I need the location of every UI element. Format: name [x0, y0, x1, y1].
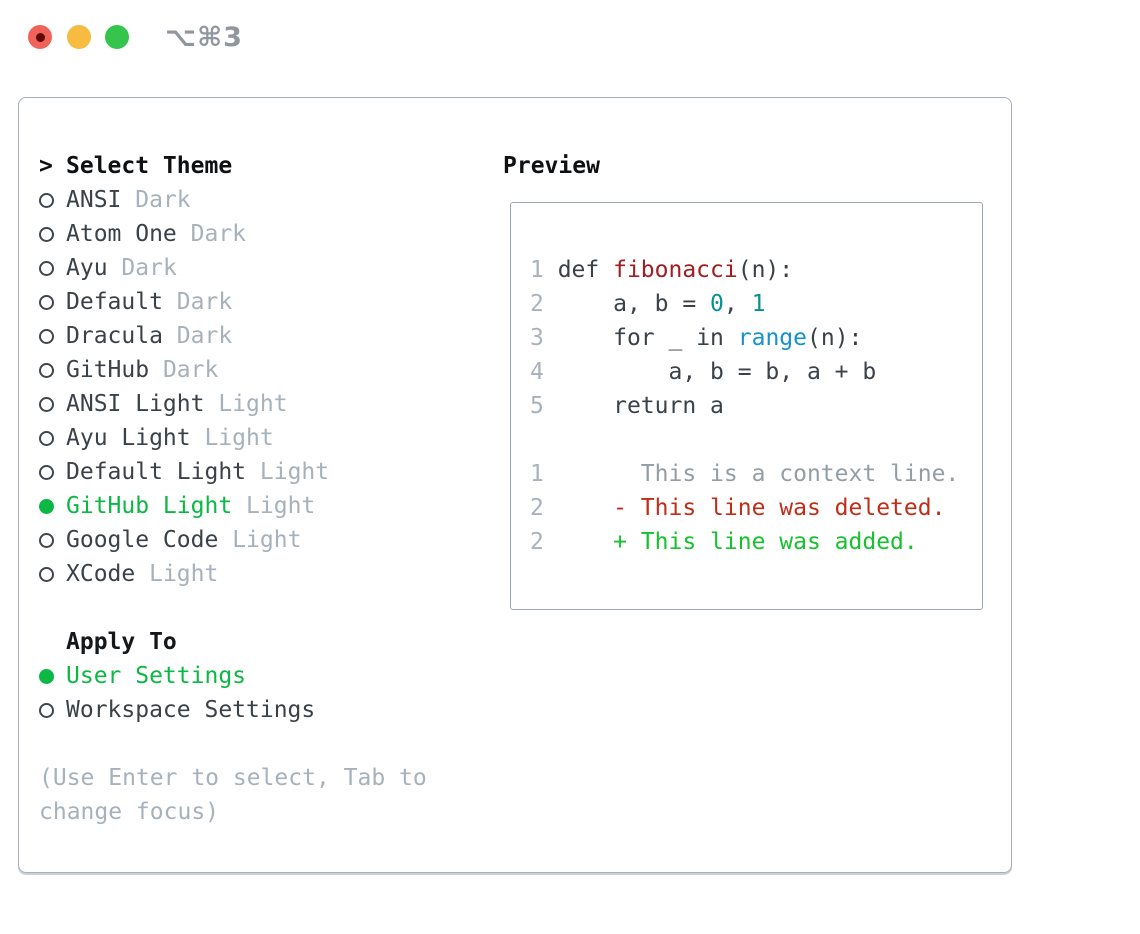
line-number: 2 — [530, 529, 558, 555]
theme-option-label: GitHub Light Light — [66, 493, 316, 519]
line-number: 1 — [530, 257, 558, 283]
radio-selected-icon — [39, 498, 54, 514]
theme-option-label: ANSI Dark — [66, 187, 191, 213]
radio-icon — [39, 328, 54, 344]
apply-option-label: User Settings — [66, 663, 247, 689]
theme-option-github-light[interactable]: GitHub Light Light — [39, 489, 499, 523]
theme-option-label: Ayu Light Light — [66, 425, 274, 451]
section-spacer — [39, 591, 499, 625]
apply-to-heading: Apply To — [66, 629, 177, 655]
line-number: 3 — [530, 325, 558, 351]
theme-option-ayu[interactable]: Ayu Dark — [39, 251, 499, 285]
apply-option-label: Workspace Settings — [66, 697, 316, 723]
code-line: 2 - This line was deleted. — [530, 495, 946, 521]
theme-option-label: GitHub Dark — [66, 357, 219, 383]
radio-icon — [39, 702, 54, 718]
theme-option-label: Atom One Dark — [66, 221, 247, 247]
theme-option-label: Default Dark — [66, 289, 233, 315]
theme-option-google-code[interactable]: Google Code Light — [39, 523, 499, 557]
line-number: 5 — [530, 393, 558, 419]
line-number: 2 — [530, 291, 558, 317]
line-number: 2 — [530, 495, 558, 521]
theme-option-ayu-light[interactable]: Ayu Light Light — [39, 421, 499, 455]
radio-icon — [39, 294, 54, 310]
code-line: 1 def fibonacci(n): — [530, 257, 794, 283]
radio-icon — [39, 226, 54, 242]
theme-option-label: Dracula Dark — [66, 323, 233, 349]
theme-option-default-light[interactable]: Default Light Light — [39, 455, 499, 489]
apply-option-workspace-settings[interactable]: Workspace Settings — [39, 693, 499, 727]
radio-icon — [39, 192, 54, 208]
theme-option-label: Google Code Light — [66, 527, 302, 553]
modified-indicator-icon — [35, 32, 45, 42]
theme-option-dracula[interactable]: Dracula Dark — [39, 319, 499, 353]
radio-icon — [39, 430, 54, 446]
select-theme-heading-row: > Select Theme — [39, 149, 499, 183]
theme-option-label: Default Light Light — [66, 459, 330, 485]
theme-option-github[interactable]: GitHub Dark — [39, 353, 499, 387]
cursor-marker: > — [39, 153, 53, 179]
preview-box: 1 def fibonacci(n): 2 a, b = 0, 1 3 for _ … — [510, 202, 983, 610]
radio-icon — [39, 532, 54, 548]
zoom-button[interactable] — [105, 25, 129, 49]
code-line: 3 for _ in range(n): — [530, 325, 863, 351]
code-line: 4 a, b = b, a + b — [530, 359, 877, 385]
code-line: 2 + This line was added. — [530, 529, 918, 555]
apply-to-heading-row: Apply To — [39, 625, 499, 659]
radio-icon — [39, 566, 54, 582]
minimize-button[interactable] — [67, 25, 91, 49]
code-line — [530, 423, 959, 457]
code-line: 2 a, b = 0, 1 — [530, 291, 766, 317]
apply-option-user-settings[interactable]: User Settings — [39, 659, 499, 693]
line-number: 4 — [530, 359, 558, 385]
radio-icon — [39, 464, 54, 480]
theme-option-ansi-light[interactable]: ANSI Light Light — [39, 387, 499, 421]
theme-option-atom-one[interactable]: Atom One Dark — [39, 217, 499, 251]
radio-selected-icon — [39, 668, 54, 684]
section-spacer — [39, 727, 499, 761]
preview-heading: Preview — [503, 153, 600, 179]
radio-icon — [39, 260, 54, 276]
theme-option-label: XCode Light — [66, 561, 219, 587]
radio-icon — [39, 362, 54, 378]
code-line: 5 return a — [530, 393, 724, 419]
theme-option-default[interactable]: Default Dark — [39, 285, 499, 319]
code-line: 1 This is a context line. — [530, 461, 960, 487]
theme-option-ansi[interactable]: ANSI Dark — [39, 183, 499, 217]
keyboard-hint-text: (Use Enter to select, Tab to change focu… — [39, 765, 427, 825]
theme-option-label: Ayu Dark — [66, 255, 177, 281]
line-number: 1 — [530, 461, 558, 487]
code-preview: 1 def fibonacci(n): 2 a, b = 0, 1 3 for _ … — [530, 253, 959, 559]
theme-option-xcode[interactable]: XCode Light — [39, 557, 499, 591]
radio-icon — [39, 396, 54, 412]
keyboard-shortcut-label: ⌥⌘3 — [165, 22, 243, 53]
select-theme-heading: Select Theme — [66, 153, 233, 179]
close-button[interactable] — [28, 25, 52, 49]
titlebar: ⌥⌘3 — [0, 0, 1140, 74]
theme-option-label: ANSI Light Light — [66, 391, 288, 417]
